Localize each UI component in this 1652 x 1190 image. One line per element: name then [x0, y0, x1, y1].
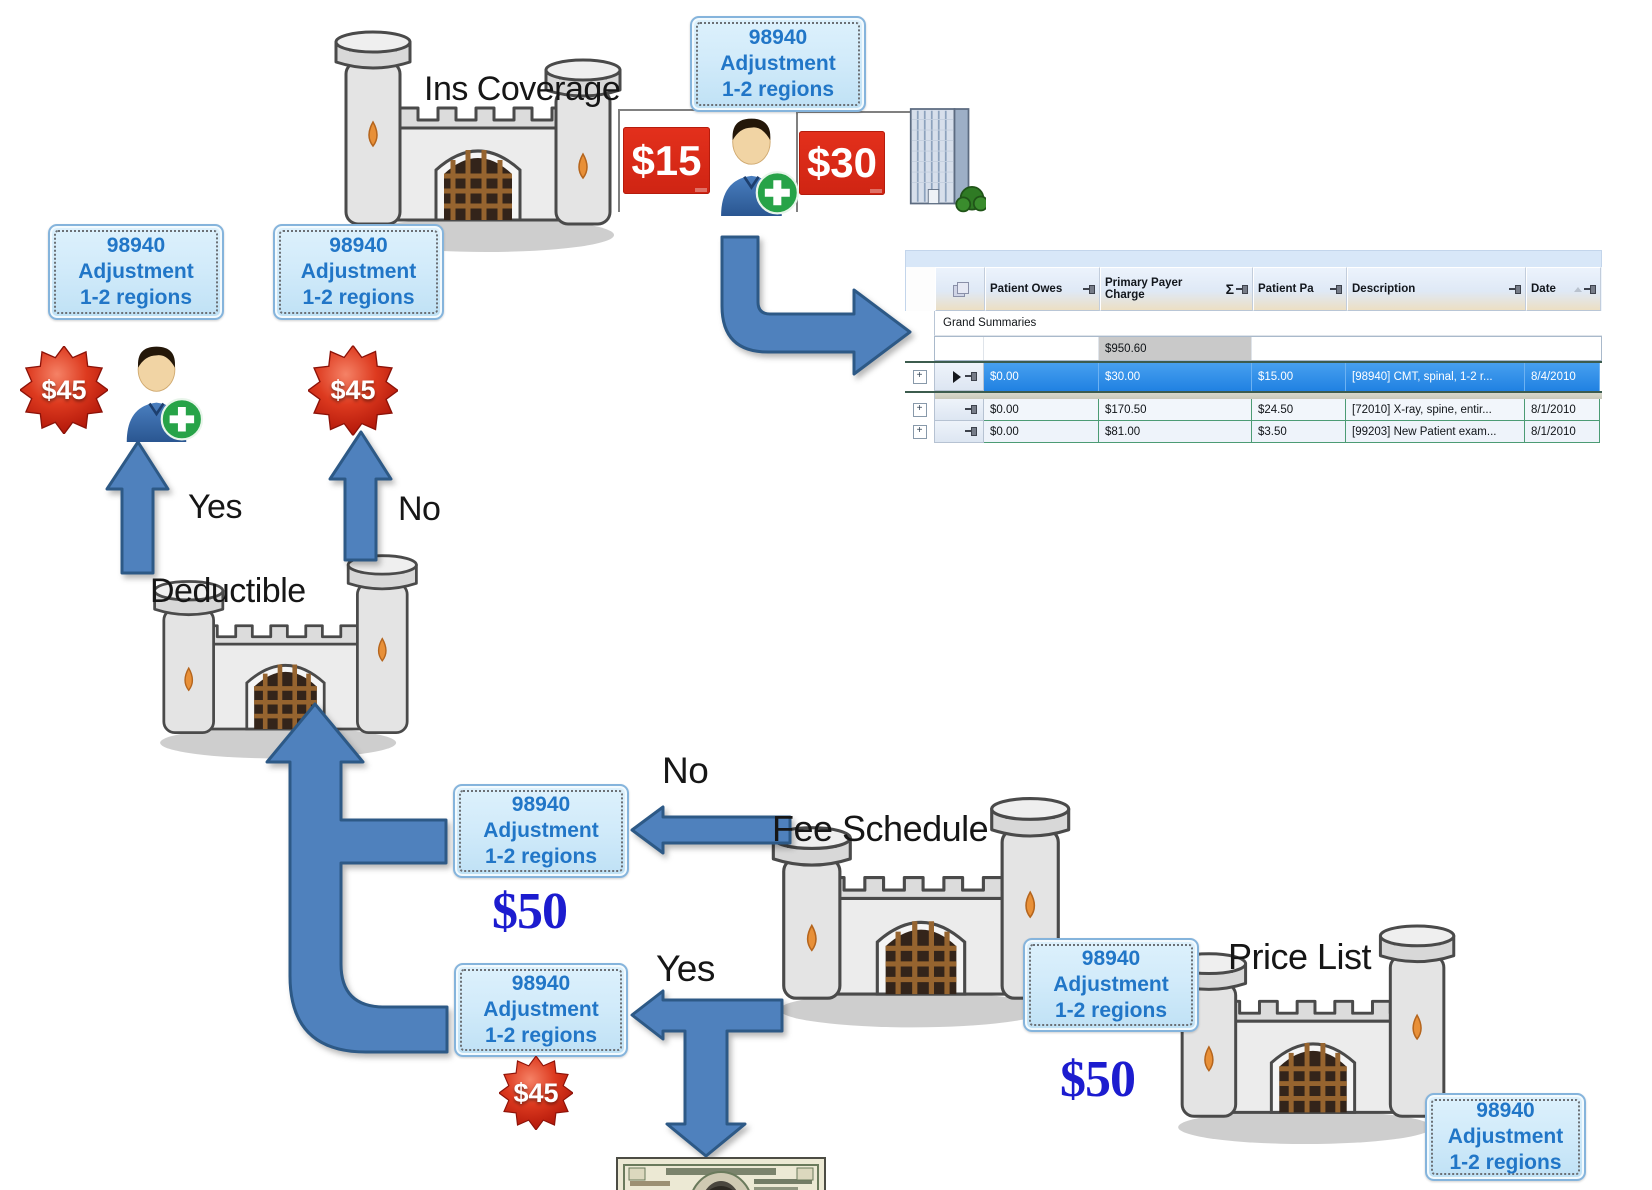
- column-header-description[interactable]: Description: [1347, 267, 1526, 311]
- adjustment-box-price-list: 98940 Adjustment 1-2 regions: [1425, 1093, 1586, 1181]
- grid-corner-properties-button[interactable]: [935, 267, 985, 311]
- adjustment-box-left-no: 98940 Adjustment 1-2 regions: [273, 224, 444, 320]
- cell-description[interactable]: [72010] X-ray, spine, entir...: [1346, 399, 1525, 421]
- column-header-patient-pa[interactable]: Patient Pa: [1253, 267, 1347, 311]
- cell-patient-owes[interactable]: $0.00: [984, 421, 1099, 443]
- insurance-30-tag: $30: [799, 131, 885, 195]
- cell-primary-payer-charge[interactable]: $81.00: [1099, 421, 1252, 443]
- pin-icon[interactable]: [1083, 284, 1095, 294]
- deductible-label: Deductible: [150, 572, 306, 610]
- patient-person-add-icon: [710, 116, 800, 216]
- cell-patient-pa[interactable]: $24.50: [1252, 399, 1346, 421]
- insurance-building-icon: [902, 100, 986, 216]
- no-left-label: No: [398, 490, 441, 528]
- ledger-grid: Patient Owes Primary Payer Charge Σ Pati…: [905, 250, 1602, 443]
- column-header-primary-payer-charge[interactable]: Primary Payer Charge Σ: [1100, 267, 1253, 311]
- ledger-row[interactable]: $0.00 $81.00 $3.50 [99203] New Patient e…: [905, 421, 1602, 443]
- column-header-patient-owes[interactable]: Patient Owes: [985, 267, 1100, 311]
- fee-50-amount-right: $50: [1060, 1051, 1136, 1108]
- cell-patient-pa[interactable]: $3.50: [1252, 421, 1346, 443]
- expand-row-button[interactable]: [912, 425, 927, 439]
- grid-top-band: [905, 250, 1602, 267]
- column-header-date[interactable]: Date: [1526, 267, 1601, 311]
- summary-totals-row: $950.60: [934, 336, 1602, 361]
- cash-45-badge-mid: $45: [494, 1056, 578, 1130]
- pin-icon[interactable]: [1236, 284, 1248, 294]
- cell-date[interactable]: 8/1/2010: [1525, 399, 1600, 421]
- price-list-label: Price List: [1228, 936, 1372, 977]
- current-row-marker-icon: [953, 370, 961, 383]
- adjustment-box-fee-schedule: 98940 Adjustment 1-2 regions: [1023, 938, 1199, 1032]
- grand-summaries-row: Grand Summaries: [934, 311, 1602, 336]
- group-separator: [934, 393, 1602, 399]
- pin-icon[interactable]: [965, 405, 977, 414]
- grand-total-cell: $950.60: [1099, 337, 1252, 360]
- yes-mid-label: Yes: [656, 948, 715, 989]
- cell-patient-pa[interactable]: $15.00: [1252, 363, 1346, 391]
- adjustment-box-mid-no: 98940 Adjustment 1-2 regions: [453, 784, 629, 878]
- cell-patient-owes[interactable]: $0.00: [984, 399, 1099, 421]
- expand-row-button[interactable]: [912, 370, 927, 384]
- pin-icon[interactable]: [1584, 284, 1596, 294]
- patient-person-add-icon-left: [116, 344, 204, 442]
- expand-row-button[interactable]: [912, 403, 927, 417]
- fee-50-amount-mid: $50: [492, 883, 568, 940]
- grid-header-row: Patient Owes Primary Payer Charge Σ Pati…: [905, 267, 1602, 311]
- dollar-bill-icon: [616, 1157, 826, 1190]
- cell-patient-owes[interactable]: $0.00: [984, 363, 1099, 391]
- arrow-to-ledger: [720, 235, 912, 376]
- ledger-row[interactable]: $0.00 $170.50 $24.50 [72010] X-ray, spin…: [905, 399, 1602, 421]
- cell-date[interactable]: 8/1/2010: [1525, 421, 1600, 443]
- no-mid-label: No: [662, 750, 709, 791]
- cell-description[interactable]: [99203] New Patient exam...: [1346, 421, 1525, 443]
- ledger-row-selected[interactable]: $0.00 $30.00 $15.00 [98940] CMT, spinal,…: [905, 361, 1602, 393]
- pin-icon[interactable]: [1509, 284, 1521, 294]
- pin-icon[interactable]: [1330, 284, 1342, 294]
- cell-primary-payer-charge[interactable]: $30.00: [1099, 363, 1252, 391]
- cell-primary-payer-charge[interactable]: $170.50: [1099, 399, 1252, 421]
- ins-coverage-label: Ins Coverage: [424, 70, 621, 108]
- adjustment-box-mid-yes: 98940 Adjustment 1-2 regions: [454, 963, 628, 1057]
- cell-date[interactable]: 8/4/2010: [1525, 363, 1600, 391]
- cell-description[interactable]: [98940] CMT, spinal, 1-2 r...: [1346, 363, 1525, 391]
- arrow-no-up-left: [328, 430, 393, 562]
- adjustment-box-left-yes: 98940 Adjustment 1-2 regions: [48, 224, 224, 320]
- pin-icon[interactable]: [965, 372, 977, 381]
- copay-15-tag: $15: [623, 127, 710, 194]
- yes-left-label: Yes: [188, 488, 242, 526]
- cardstack-icon: [952, 282, 969, 297]
- cash-45-badge-right: $45: [308, 342, 398, 439]
- sort-ascending-icon: [1574, 286, 1582, 292]
- pin-icon[interactable]: [965, 427, 977, 436]
- sigma-summary-icon[interactable]: Σ: [1225, 281, 1234, 297]
- adjustment-box-top: 98940 Adjustment 1-2 regions: [690, 16, 866, 112]
- fee-schedule-label: Fee Schedule: [772, 808, 989, 849]
- arrow-yes-and-cash: [630, 989, 784, 1158]
- cash-45-badge-left: $45: [20, 342, 108, 438]
